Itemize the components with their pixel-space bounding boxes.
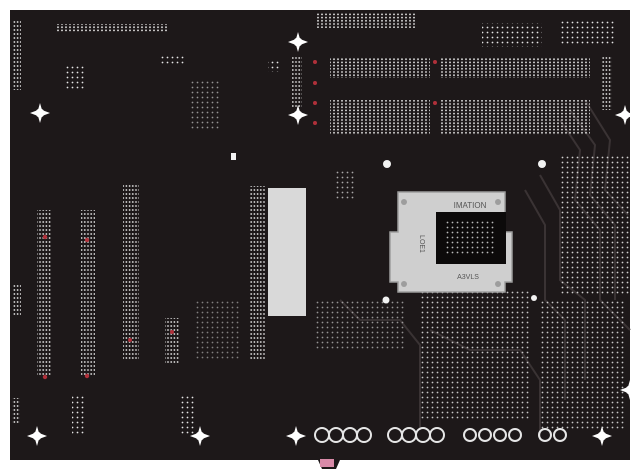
- expansion-slot-pins: [123, 185, 139, 360]
- memory-slot-pins: [440, 100, 590, 135]
- memory-slots: [292, 55, 612, 135]
- memory-slot-pins: [330, 100, 430, 135]
- left-edge-pins: [13, 20, 21, 90]
- header-pins-top-left: [57, 24, 167, 32]
- red-components: [42, 60, 437, 380]
- expansion-slot-pins: [165, 318, 179, 363]
- cpu-plate-top-label: IMATION: [454, 201, 487, 210]
- bottom-connector-rings: [314, 427, 567, 443]
- left-edge-pins: [12, 398, 20, 424]
- pink-component: [320, 459, 334, 467]
- top-connector-pins: [315, 13, 415, 28]
- left-edge-pins: [13, 285, 21, 315]
- cpu-plate-bottom-label: A3VLS: [457, 274, 479, 281]
- pcb-board: [10, 10, 630, 469]
- white-pad: [268, 188, 306, 316]
- white-pads: [231, 153, 546, 304]
- expansion-slot-pins: [37, 210, 51, 375]
- cpu-plate-mid-label: LOE1: [418, 235, 425, 253]
- component-dot-clusters: [66, 20, 630, 435]
- mounting-hole-stars: [27, 32, 640, 446]
- cpu-backplate: IMATION LOE1 A3VLS: [389, 191, 513, 293]
- expansion-slot-pins: [250, 186, 265, 361]
- memory-slot-pins: [602, 55, 612, 110]
- expansion-slot-pins: [81, 210, 95, 375]
- memory-slot-pins: [330, 58, 430, 78]
- memory-slot-pins: [292, 55, 302, 107]
- memory-slot-pins: [440, 58, 590, 78]
